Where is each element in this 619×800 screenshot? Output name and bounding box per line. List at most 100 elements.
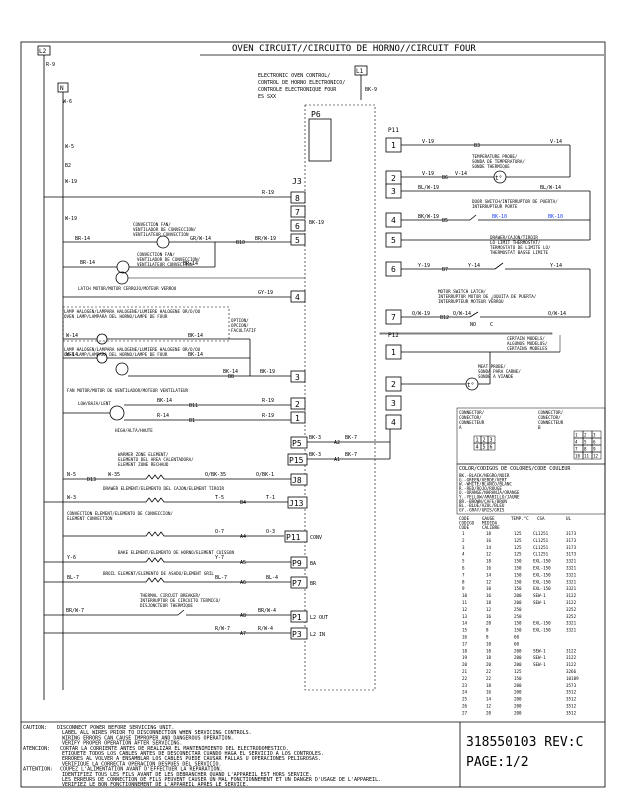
gauge-cell: 3321: [566, 572, 577, 577]
r19-wire-label: R-19: [262, 190, 274, 196]
bake-element-label: BAKE ELEMENT/ELEMENTO DE HORNO/ELEMENT C…: [118, 550, 234, 555]
w5-label: W-5: [65, 144, 74, 150]
brw7-label: BR/W-7: [66, 608, 84, 614]
caution-text: LABEL ALL WIRES PRIOR TO DISCONNECTION W…: [62, 730, 252, 736]
bl7b-label: BL-7: [215, 575, 227, 581]
ow19-label: O/W-19: [412, 311, 430, 317]
y19-label: Y-19: [418, 263, 430, 269]
conn-b-cell-label: 5: [584, 440, 587, 445]
p7-connector: [290, 576, 308, 589]
bl4-label: BL-4: [266, 575, 278, 581]
gauge-cell: 7: [462, 572, 465, 577]
gauge-cell: 3173: [566, 538, 577, 543]
p15-label: P15: [289, 456, 304, 465]
gauge-cell: 9: [462, 586, 465, 591]
latch-motor-icon: [115, 271, 129, 285]
gauge-cell: 21: [462, 669, 468, 674]
gauge-cell: CL1251: [533, 545, 549, 550]
l2out-label: L2 OUT: [310, 615, 328, 621]
conn-a-title-4: A: [459, 425, 462, 430]
lamp1-label-2: OVEN LAMP/LAMPARA DEL HORNO/LAMPE DE FOU…: [64, 314, 168, 319]
warmer-label-1: WARMER ZONE ELEMENT/: [118, 452, 169, 457]
gauge-cell: 12: [486, 704, 492, 709]
p6-label: P6: [311, 110, 321, 119]
diagram-title: OVEN CIRCUIT//CIRCUITO DE HORNO//CIRCUIT…: [232, 44, 476, 54]
svg-text:6: 6: [391, 265, 396, 274]
gauge-cell: 3252: [566, 614, 577, 619]
bk3-a2-label: BK-3: [309, 435, 321, 441]
gauge-cell: 3512: [566, 690, 577, 695]
p9-connector: [290, 556, 308, 569]
gauge-header: GAUGE: [482, 516, 495, 521]
color-code-item: R.-RED/ROJO/ROUGE: [459, 486, 502, 491]
grw14-label: GR/W-14: [190, 236, 211, 242]
ow14-a-label: O/W-14: [453, 311, 471, 317]
gauge-cell: 10: [462, 593, 468, 598]
p3-connector: [290, 627, 308, 640]
temp-probe-label-3: SONDE THERMIQUE: [472, 164, 510, 169]
gauge-cell: 22: [462, 676, 468, 681]
drawer-limit-label-2: LO LIMIT THERMOSTAT/: [490, 240, 541, 245]
p9-label: P9: [292, 559, 302, 568]
fan-high-label: HIGH/ALTA/HAUTE: [115, 428, 153, 433]
color-codes-box: [456, 463, 606, 515]
gauge-cell: 3512: [566, 710, 577, 715]
r9-label: R-9: [46, 62, 55, 68]
y14-b-label: Y-14: [550, 263, 562, 269]
gauge-cell: SEW-1: [533, 648, 546, 653]
p6-connector: [308, 118, 332, 162]
temp-probe-label-2: SONDA DE TEMPERATURA/: [472, 159, 525, 164]
drawer-limit-label-3: TERMOSTATO DE LIMITE LO/: [490, 245, 551, 250]
fan-motor-icon: [115, 362, 129, 376]
p5-connector: [290, 436, 308, 449]
conn-a-cell-label: 5: [483, 445, 486, 451]
conn-a-cell-label: 4: [476, 445, 479, 451]
o3-label: O-3: [266, 529, 275, 535]
conv-fan-1-label-1: CONVECTION FAN/: [133, 222, 171, 227]
broil-element-icon: [44, 577, 291, 583]
gauge-cell: 12: [486, 552, 492, 557]
ow14-b-label: O/W-14: [548, 311, 566, 317]
control-name-3: CONTROLE ELECTRONIQUE FOUR: [258, 87, 337, 93]
gauge-cell: 17: [462, 641, 468, 646]
gauge-cell: 200: [514, 600, 522, 605]
gauge-cell: 150: [514, 572, 522, 577]
gauge-cell: 3122: [566, 593, 577, 598]
b7-label: B7: [442, 267, 448, 273]
conn-b-cell-label: 6: [593, 440, 596, 445]
warmer-label-3: ELEMENT ZONE RECHAUD: [118, 462, 169, 467]
gauge-cell: SEW-1: [533, 600, 546, 605]
conn-b-cell-label: 10: [575, 454, 581, 459]
br14-label-c: BR-14: [183, 261, 198, 267]
svg-text:3: 3: [391, 399, 396, 408]
bk14-label-a: BK-14: [188, 333, 203, 339]
drawer-limit-label-4: THERMOSTAT BASSE LIMITE: [490, 250, 548, 255]
p1-connector: [290, 610, 308, 623]
gauge-cell: 60: [514, 635, 520, 640]
color-codes-title: COLOR/CODIGOS DE COLORES/CODE COULEUR: [459, 466, 571, 472]
gauge-cell: SEW-1: [533, 662, 546, 667]
j3-pin-5: 5: [295, 236, 300, 245]
p11-label: P11: [388, 127, 399, 134]
obk35-label: O/BK-35: [205, 472, 226, 478]
motor-switch-icon: [401, 311, 590, 318]
control-board-outline: [304, 104, 376, 691]
j8-label: J8: [292, 476, 302, 485]
conn-a-title-1: CONNECTOR/: [459, 410, 485, 415]
gauge-cell: 3173: [566, 552, 577, 557]
part-number: 318550103 REV:C: [466, 735, 583, 750]
a6-label: A6: [240, 580, 246, 586]
r14-label: R-14: [157, 413, 169, 419]
broil-element-label: BROIL ELEMENT/ELEMENTO DE ASADO/ELEMENT …: [103, 571, 214, 576]
p3-label: P3: [292, 630, 302, 639]
gauge-cell: CL1251: [533, 552, 549, 557]
gauge-cell: 22: [486, 676, 492, 681]
blw14-label: BL/W-14: [540, 185, 561, 191]
fan-motor-label: FAN MOTOR/MOTOR DE VENTILADOR/MOTEUR VEN…: [67, 388, 188, 393]
gauge-cell: 150: [514, 676, 522, 681]
a5-label: A5: [240, 560, 246, 566]
bk19-wire-label: BK-19: [309, 220, 324, 226]
caution-text: LES ERREURS DE CONNECTION DE FILS PEUVEN…: [62, 777, 381, 783]
